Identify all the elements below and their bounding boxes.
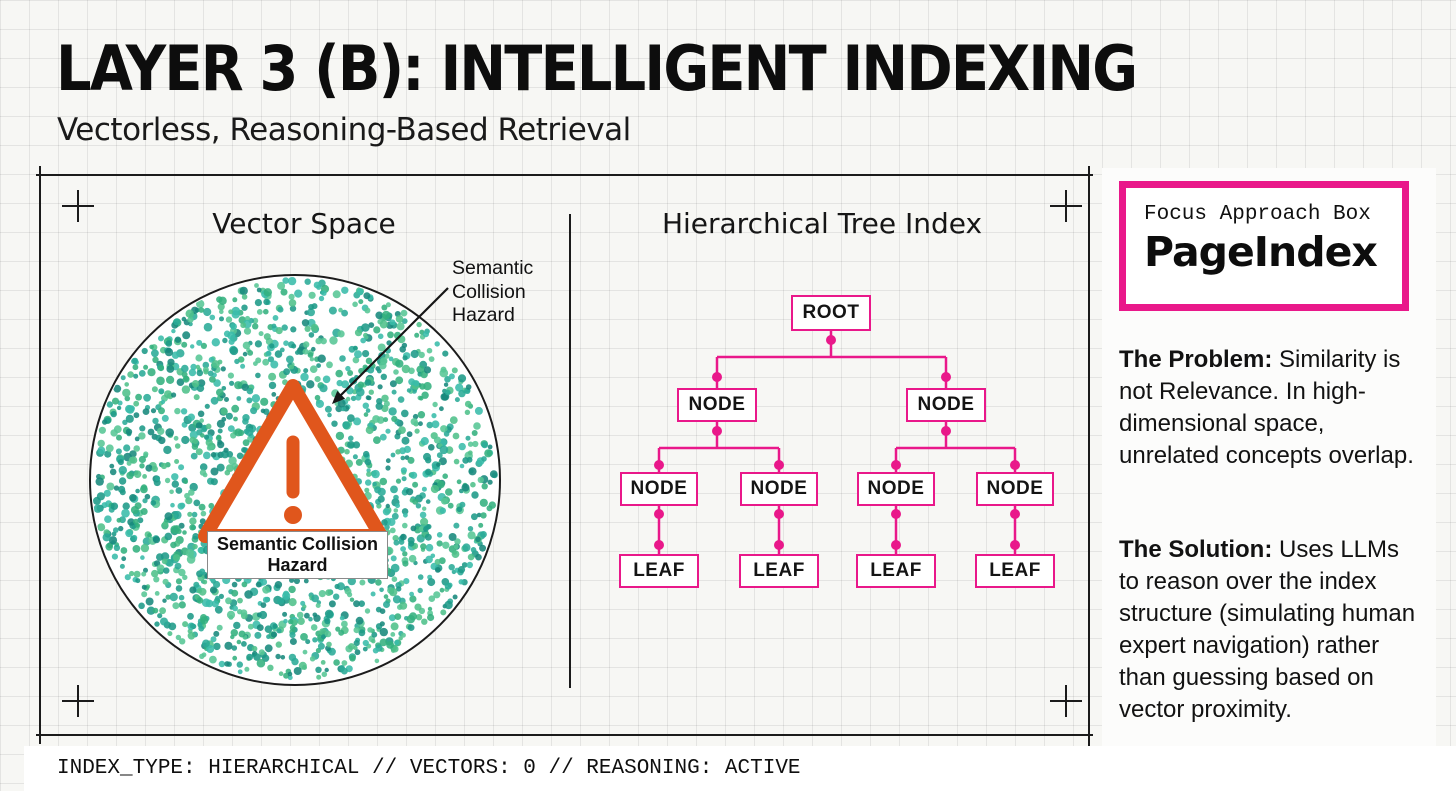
panel-divider [569,214,571,688]
crosshair-mark [1050,190,1082,222]
frame-line-right [1088,166,1090,758]
tree-node-box: NODE [740,472,818,506]
tree-root-box: ROOT [791,295,871,331]
tree-leaf-box: LEAF [975,554,1055,588]
crosshair-mark [62,685,94,717]
solution-body: Uses LLMs to reason over the index struc… [1119,536,1416,723]
tree-node-box: NODE [677,388,757,422]
tree-index-title: Hierarchical Tree Index [661,207,983,240]
solution-text: The Solution: Uses LLMs to reason over t… [1119,534,1421,726]
tree-leaf-box: LEAF [619,554,699,588]
tree-leaf-box: LEAF [739,554,819,588]
crosshair-mark [62,190,94,222]
problem-heading: The Problem: [1119,346,1273,373]
page-subtitle: Vectorless, Reasoning-Based Retrieval [57,112,631,148]
tree-node-box: NODE [857,472,935,506]
status-bar: INDEX_TYPE: HIERARCHICAL // VECTORS: 0 /… [24,746,1456,791]
tree-node-box: NODE [906,388,986,422]
collision-callout: Semantic Collision Hazard [452,257,534,326]
problem-text: The Problem: Similarity is not Relevance… [1119,344,1421,472]
focus-approach-box: Focus Approach Box PageIndex [1119,181,1409,311]
status-text: INDEX_TYPE: HIERARCHICAL // VECTORS: 0 /… [57,757,801,780]
problem-body: Similarity is not Relevance. In high-dim… [1119,346,1414,469]
hazard-label: Semantic Collision Hazard [207,531,388,579]
tree-connectors [654,331,1020,554]
callout-arrow [332,287,449,404]
frame-line-bottom [36,734,1093,736]
frame-line-top [36,174,1093,176]
tree-leaf-box: LEAF [856,554,936,588]
focus-box-title: PageIndex [1144,228,1378,276]
tree-node-box: NODE [976,472,1054,506]
page-title: LAYER 3 (B): INTELLIGENT INDEXING [56,32,1138,105]
solution-heading: The Solution: [1119,536,1273,563]
tree-node-box: NODE [620,472,698,506]
crosshair-mark [1050,685,1082,717]
frame-line-left [39,166,41,744]
vector-space-title: Vector Space [212,207,396,240]
focus-box-label: Focus Approach Box [1144,203,1371,226]
